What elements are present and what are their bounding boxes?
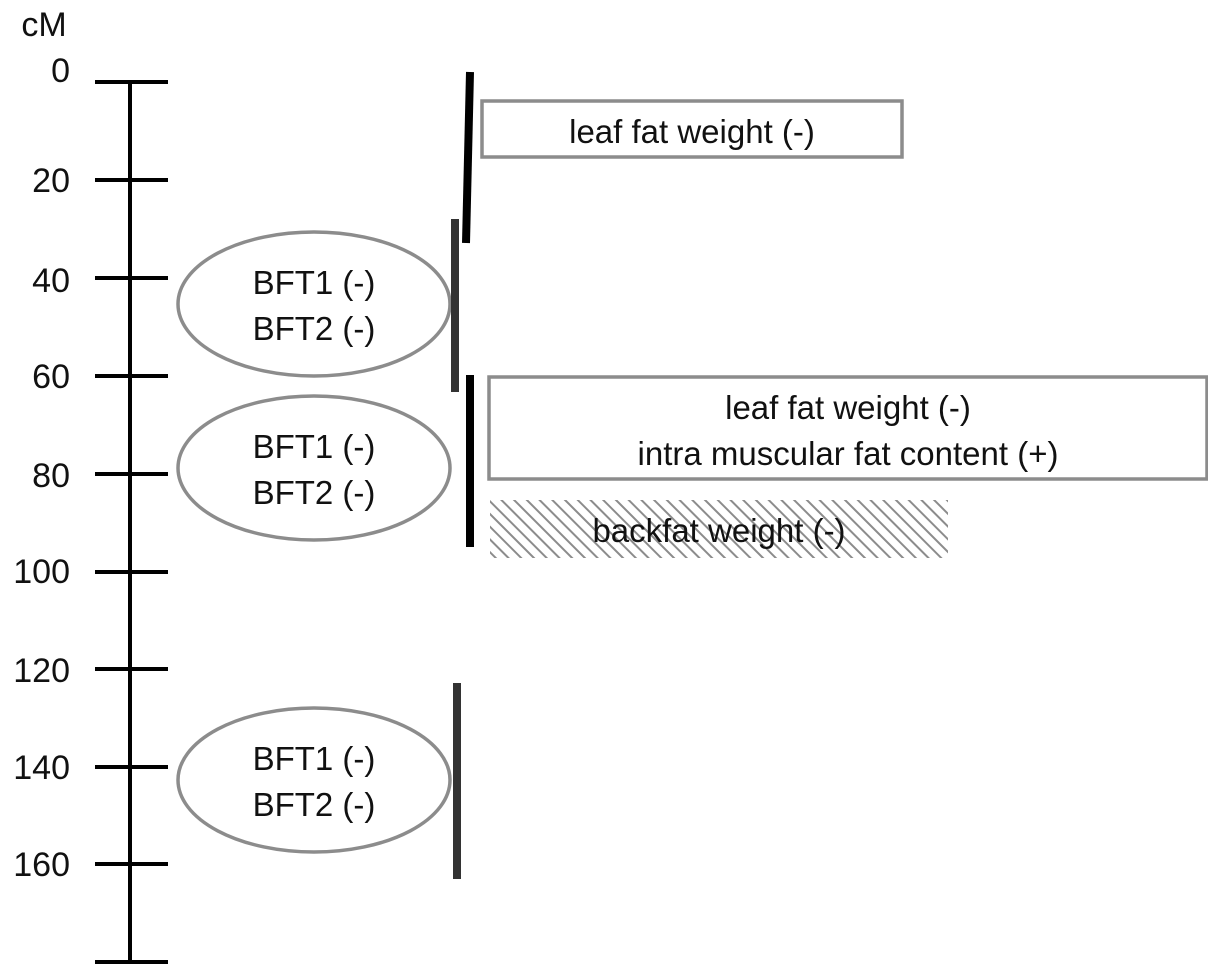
- trait-box-backfat: backfat weight (-): [490, 500, 948, 558]
- qtl-ellipse: [176, 394, 452, 542]
- tick-label: 80: [32, 457, 70, 495]
- axis-tick-labels: 0 20 40 60 80 100 120 140 160: [13, 52, 70, 884]
- trait-box-leaf-fat-1: leaf fat weight (-): [480, 99, 904, 159]
- tick-label: 120: [13, 652, 70, 690]
- tick-label: 100: [13, 553, 70, 591]
- bft-qtl-3: BFT1 (-) BFT2 (-): [176, 706, 452, 854]
- tick-label: 40: [32, 262, 70, 300]
- qtl-label-line1: BFT1 (-): [253, 428, 376, 465]
- trait-box-hatched: [490, 500, 948, 558]
- trait-label: leaf fat weight (-): [725, 389, 971, 426]
- trait-label: leaf fat weight (-): [569, 113, 815, 150]
- tick-label: 60: [32, 358, 70, 396]
- bft-qtl-1: BFT1 (-) BFT2 (-): [176, 230, 452, 378]
- tick-label: 0: [51, 52, 70, 90]
- trait-box-outline: [487, 375, 1208, 481]
- trait-box-outline: [480, 99, 904, 159]
- qtl-ellipse: [176, 706, 452, 854]
- bft-qtl-2: BFT1 (-) BFT2 (-): [176, 394, 452, 542]
- trait-box-leaf-fat-imf: leaf fat weight (-) intra muscular fat c…: [487, 375, 1208, 481]
- axis-unit-label: cM: [21, 6, 66, 44]
- tick-label: 160: [13, 846, 70, 884]
- axis-ticks: [95, 80, 168, 964]
- qtl-ellipse: [176, 230, 452, 378]
- trait-label: backfat weight (-): [592, 512, 845, 549]
- qtl-label-line1: BFT1 (-): [253, 740, 376, 777]
- tick-label: 20: [32, 162, 70, 200]
- qtl-label-line2: BFT2 (-): [253, 786, 376, 823]
- qtl-label-line2: BFT2 (-): [253, 474, 376, 511]
- trait-label: intra muscular fat content (+): [638, 435, 1059, 472]
- interval-bar-leaf-fat-1: [462, 71, 474, 244]
- qtl-label-line2: BFT2 (-): [253, 310, 376, 347]
- tick-label: 140: [13, 749, 70, 787]
- qtl-label-line1: BFT1 (-): [253, 264, 376, 301]
